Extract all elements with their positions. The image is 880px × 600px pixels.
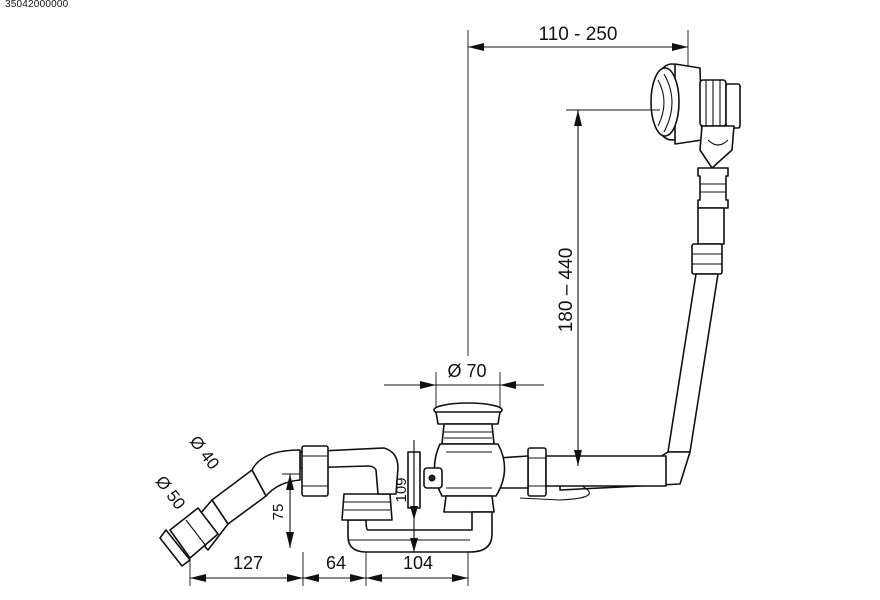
article-number: 35042000000 (5, 0, 69, 10)
drain-valve (407, 402, 506, 513)
trap (341, 493, 493, 553)
dim-label-length-104: 104 (403, 553, 433, 573)
dim-trap-depth (410, 440, 418, 552)
dim-overflow-offset (467, 30, 689, 356)
dim-label-length-127: 127 (233, 553, 263, 573)
dim-label-length-64: 64 (326, 553, 346, 573)
dim-drain-diameter (384, 372, 544, 408)
dim-overflow-height (566, 109, 660, 466)
overflow-pipe (559, 167, 729, 491)
overflow-connector (497, 447, 667, 501)
dim-label-trap-height: 75 (270, 504, 287, 521)
dim-label-overflow-height: 180 – 440 (556, 248, 577, 333)
dim-label-trap-depth: 109 (393, 477, 410, 502)
outlet-pipe (159, 445, 399, 567)
dim-label-drain-diameter: Ø 70 (447, 361, 486, 381)
dim-label-pipe-diameter-50: Ø 50 (152, 472, 189, 513)
dim-bottom-chain (189, 552, 469, 586)
overflow-head (650, 63, 741, 169)
dim-label-overflow-offset: 110 - 250 (539, 24, 618, 45)
dim-label-pipe-diameter-40: Ø 40 (186, 432, 223, 473)
dim-trap-height (282, 473, 300, 548)
